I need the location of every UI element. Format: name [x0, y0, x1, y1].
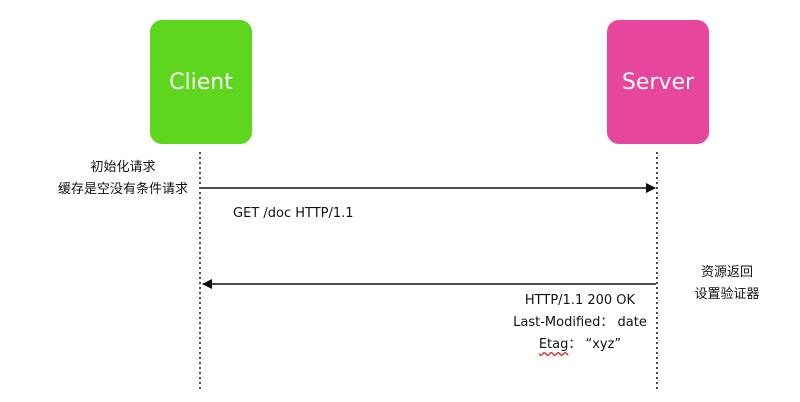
client-label: Client [169, 69, 233, 95]
response-etag-line: Etag： “xyz” [482, 334, 678, 356]
response-note-line-2: 设置验证器 [694, 287, 760, 302]
request-note-line-2: 缓存是空没有条件请求 [58, 182, 189, 197]
request-note: 初始化请求 缓存是空没有条件请求 [58, 157, 188, 201]
response-message: HTTP/1.1 200 OK Last-Modified： date Etag… [482, 290, 678, 356]
response-note: 资源返回 设置验证器 [672, 262, 782, 306]
response-note-line-1: 资源返回 [700, 265, 753, 280]
response-status-line: HTTP/1.1 200 OK [524, 293, 636, 308]
client-actor-box: Client [150, 20, 252, 144]
server-label: Server [621, 69, 695, 95]
etag-value: ： “xyz” [568, 337, 622, 352]
response-last-modified: Last-Modified： date [513, 315, 647, 330]
server-actor-box: Server [607, 20, 709, 144]
etag-header-name: Etag [538, 337, 569, 352]
request-message: GET /doc HTTP/1.1 [233, 206, 354, 221]
request-note-line-1: 初始化请求 [90, 160, 156, 175]
